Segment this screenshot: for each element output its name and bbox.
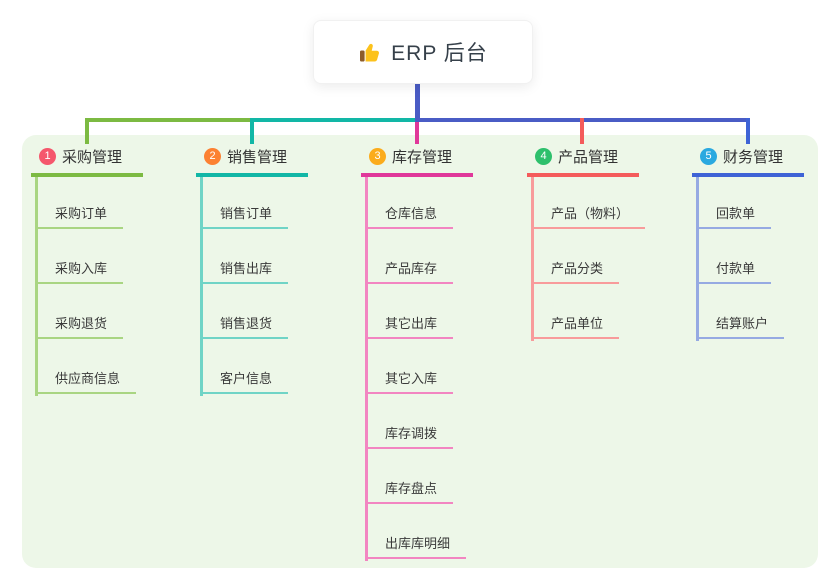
child-topic[interactable]: 采购订单: [35, 177, 143, 229]
connector-drop-branch-2: [250, 118, 254, 144]
child-topic[interactable]: 其它出库: [365, 284, 473, 339]
branch-1-children: 采购订单 采购入库 采购退货 供应商信息: [35, 177, 143, 394]
branch-4-badge: 4: [535, 147, 552, 165]
child-topic[interactable]: 库存盘点: [365, 449, 473, 504]
connector-drop-branch-4: [580, 118, 584, 144]
child-topic[interactable]: 付款单: [696, 229, 804, 284]
branch-5-title: 财务管理: [723, 148, 784, 166]
child-topic[interactable]: 出库库明细: [365, 504, 473, 559]
branch-finance: 5 财务管理 回款单 付款单 结算账户: [692, 143, 804, 341]
branch-2-badge: 2: [204, 147, 221, 165]
branch-2-trunk-line: [200, 177, 203, 396]
child-topic[interactable]: 客户信息: [200, 339, 308, 394]
root-connector-line: [415, 83, 420, 122]
branch-2-children: 销售订单 销售出库 销售退货 客户信息: [200, 177, 308, 394]
branch-purchase: 1 采购管理 采购订单 采购入库 采购退货 供应商信息: [31, 143, 143, 396]
branch-5-badge: 5: [700, 147, 717, 165]
connector-bar-green: [85, 118, 255, 122]
child-topic[interactable]: 产品分类: [531, 229, 639, 284]
child-topic[interactable]: 回款单: [696, 177, 804, 229]
child-topic[interactable]: 产品单位: [531, 284, 639, 339]
connector-drop-branch-3: [415, 122, 419, 144]
branch-3-header[interactable]: 3 库存管理: [361, 143, 473, 177]
branch-inventory: 3 库存管理 仓库信息 产品库存 其它出库 其它入库 库存调拨 库存盘点 出库库…: [361, 143, 473, 561]
child-topic[interactable]: 产品（物料）: [531, 177, 646, 229]
branch-4-children: 产品（物料） 产品分类 产品单位: [531, 177, 646, 339]
child-topic[interactable]: 采购入库: [35, 229, 143, 284]
child-topic[interactable]: 结算账户: [696, 284, 804, 339]
branch-sales: 2 销售管理 销售订单 销售出库 销售退货 客户信息: [196, 143, 308, 396]
branch-3-badge: 3: [369, 147, 386, 165]
child-topic[interactable]: 供应商信息: [35, 339, 143, 394]
child-topic[interactable]: 仓库信息: [365, 177, 473, 229]
branch-2-title: 销售管理: [227, 148, 288, 166]
branches-panel-background: [22, 135, 818, 568]
child-topic[interactable]: 销售退货: [200, 284, 308, 339]
thumbs-up-icon: [360, 43, 380, 62]
branch-4-header[interactable]: 4 产品管理: [527, 143, 639, 177]
branch-3-children: 仓库信息 产品库存 其它出库 其它入库 库存调拨 库存盘点 出库库明细: [365, 177, 473, 559]
child-topic[interactable]: 采购退货: [35, 284, 143, 339]
branch-3-trunk-line: [365, 177, 368, 561]
branch-1-title: 采购管理: [62, 148, 123, 166]
branch-product: 4 产品管理 产品（物料） 产品分类 产品单位: [527, 143, 646, 341]
branch-2-header[interactable]: 2 销售管理: [196, 143, 308, 177]
connector-drop-branch-1: [85, 118, 89, 144]
connector-drop-branch-5: [746, 118, 750, 144]
branch-4-title: 产品管理: [558, 148, 619, 166]
branch-1-badge: 1: [39, 147, 56, 165]
child-topic[interactable]: 销售订单: [200, 177, 308, 229]
child-topic[interactable]: 库存调拨: [365, 394, 473, 449]
branch-1-header[interactable]: 1 采购管理: [31, 143, 143, 177]
root-title: ERP 后台: [391, 42, 488, 65]
child-topic[interactable]: 其它入库: [365, 339, 473, 394]
branch-5-children: 回款单 付款单 结算账户: [696, 177, 804, 339]
root-node[interactable]: ERP 后台: [313, 20, 533, 84]
connector-bar-teal: [253, 118, 417, 122]
branch-5-trunk-line: [696, 177, 699, 341]
child-topic[interactable]: 产品库存: [365, 229, 473, 284]
branch-5-header[interactable]: 5 财务管理: [692, 143, 804, 177]
child-topic[interactable]: 销售出库: [200, 229, 308, 284]
branch-3-title: 库存管理: [392, 148, 453, 166]
branch-4-trunk-line: [531, 177, 534, 341]
branch-1-trunk-line: [35, 177, 38, 396]
